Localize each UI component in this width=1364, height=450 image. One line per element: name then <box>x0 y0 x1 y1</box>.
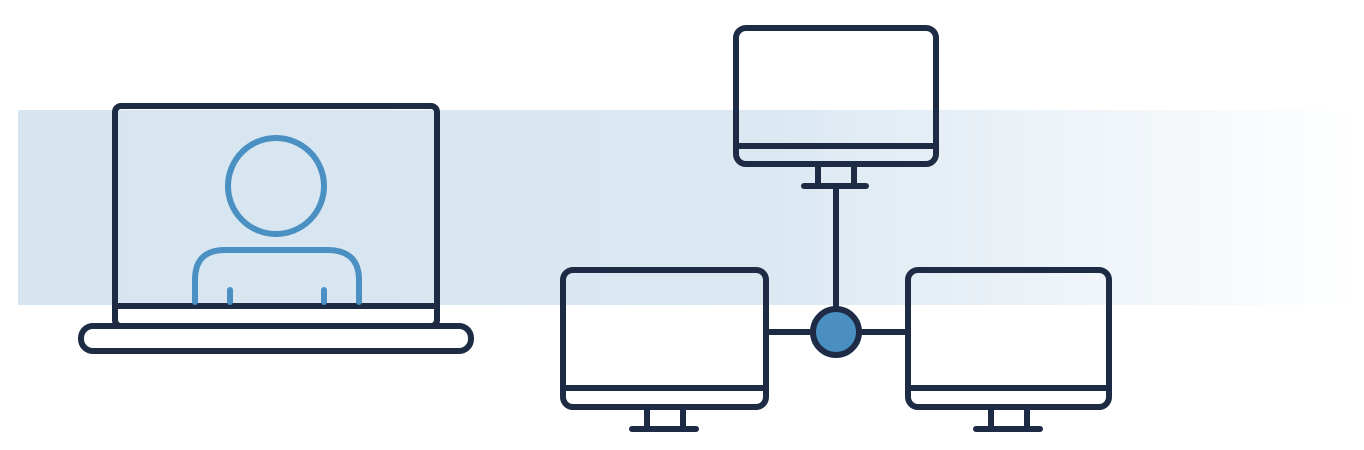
background-band <box>18 110 1364 305</box>
person-icon <box>192 135 362 305</box>
laptop-icon <box>78 103 474 354</box>
network-icon <box>763 185 911 335</box>
monitor-right <box>905 267 1112 432</box>
monitor-top <box>733 25 939 189</box>
hub-node-icon <box>810 306 862 358</box>
monitor-left <box>560 267 769 432</box>
